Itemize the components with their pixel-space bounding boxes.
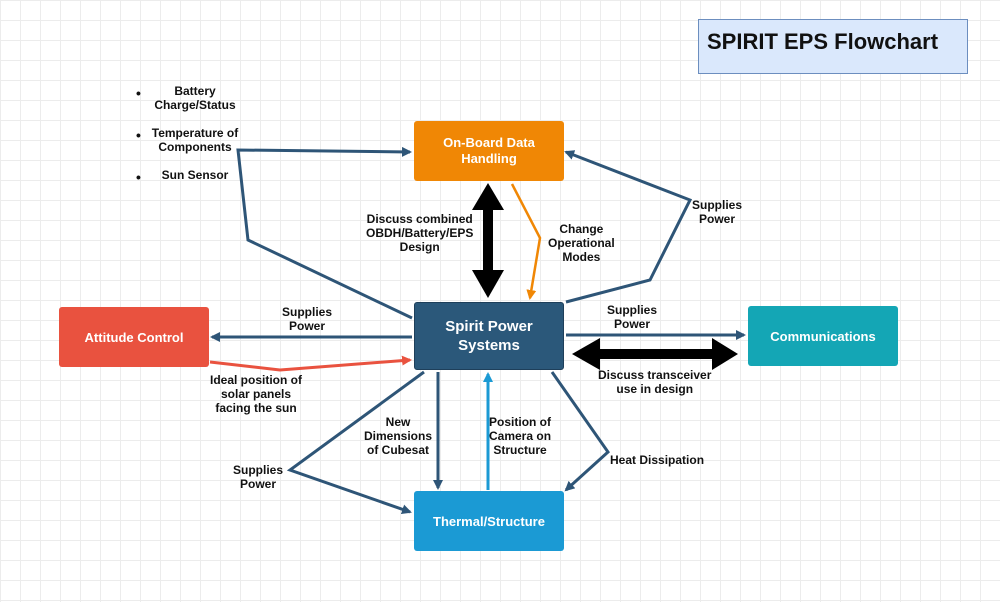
bullet-icon: • [136,169,141,185]
link-power-to-obdh [564,150,693,304]
double-arrow-obdh-power [472,183,504,298]
node-on-board-data-handling[interactable]: On-Board Data Handling [414,121,564,181]
label-heat-dissipation: Heat Dissipation [610,453,705,467]
list-item: • Sun Sensor [136,168,229,185]
link-power-to-thermal-supply [286,370,425,515]
bullet-icon: • [136,85,141,101]
diagram-title: SPIRIT EPS Flowchart [698,19,968,74]
link-power-sensors-to-obdh [236,146,413,320]
list-item: • Temperature of Components [136,126,239,154]
link-obdh-change-modes [510,183,542,300]
sensor-data-list: • Battery Charge/Status • Temperature of… [120,84,270,196]
node-thermal-structure[interactable]: Thermal/Structure [414,491,564,551]
double-arrow-power-comms [572,338,738,370]
node-attitude-control[interactable]: Attitude Control [59,307,209,367]
link-power-heat-dissipation [550,371,610,492]
node-communications[interactable]: Communications [748,306,898,366]
link-attitude-ideal-position [209,355,412,372]
node-spirit-power-systems[interactable]: Spirit Power Systems [414,302,564,370]
bullet-icon: • [136,127,141,143]
list-item: • Battery Charge/Status [136,84,236,112]
